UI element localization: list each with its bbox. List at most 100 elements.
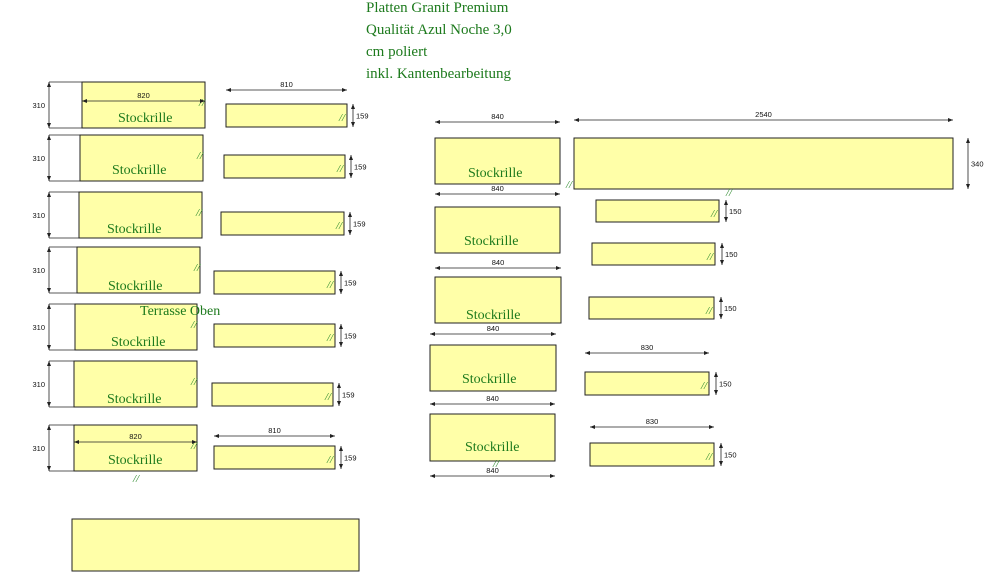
left-joint-mark-3: // xyxy=(195,207,203,219)
left-joint-mark-2: // xyxy=(196,150,204,162)
strip-height-dim-6-label: 159 xyxy=(342,391,355,400)
left-height-dim-5-arrow-bottom xyxy=(47,345,51,350)
left-slab-strip-1 xyxy=(225,103,348,128)
strip-width-dim-top-arrow-right xyxy=(342,88,347,92)
right-strip-height-dim-4-arrow-top xyxy=(714,372,718,377)
left-height-dim-7-arrow-top xyxy=(47,425,51,430)
strip-height-dim-5-arrow-top xyxy=(339,324,343,329)
right-strip-joint-2: // xyxy=(706,251,714,263)
left-width-dim-top-label: 820 xyxy=(137,91,150,100)
strip-height-dim-2-arrow-bottom xyxy=(349,173,353,178)
right-strip-height-dim-1-arrow-top xyxy=(724,200,728,205)
right-strip-height-dim-3-label: 150 xyxy=(724,304,737,313)
strip-height-dim-5-arrow-bottom xyxy=(339,342,343,347)
left-slab-strip-7 xyxy=(213,445,336,470)
long-slab-width-dim-arrow-right xyxy=(948,118,953,122)
right-strip-2 xyxy=(591,242,716,266)
left-height-dim-4-arrow-bottom xyxy=(47,288,51,293)
left-width-dim-bottom-arrow-right xyxy=(192,440,197,444)
right-strip-joint-top: // xyxy=(725,187,733,199)
long-slab-joint-left: // xyxy=(565,179,573,191)
strip-joint-mark-1: // xyxy=(338,112,346,124)
bottom-slab xyxy=(71,518,360,572)
right-strip-joint-5: // xyxy=(705,451,713,463)
strip-height-dim-2-label: 159 xyxy=(354,163,367,172)
right-strip-width-dim-4-arrow-right xyxy=(704,351,709,355)
right-strip-height-dim-2-label: 150 xyxy=(725,250,738,259)
right-strip-height-dim-1-label: 150 xyxy=(729,207,742,216)
left-height-dim-7-arrow-bottom xyxy=(47,466,51,471)
strip-joint-mark-7: // xyxy=(326,454,334,466)
right-slab-large-4 xyxy=(429,344,557,392)
left-height-dim-3-arrow-bottom xyxy=(47,233,51,238)
right-strip-height-dim-3-arrow-bottom xyxy=(719,314,723,319)
right-strip-height-dim-2-arrow-bottom xyxy=(720,260,724,265)
right-strip-width-dim-5-arrow-right xyxy=(709,425,714,429)
long-slab-width-dim-label: 2540 xyxy=(755,110,772,119)
left-height-dim-7-label: 310 xyxy=(32,444,45,453)
strip-joint-mark-4: // xyxy=(326,279,334,291)
right-strip-width-dim-5-label: 830 xyxy=(646,417,659,426)
right-width-dim-1-arrow-right xyxy=(555,120,560,124)
left-height-dim-2-arrow-top xyxy=(47,135,51,140)
right-strip-width-dim-4-label: 830 xyxy=(641,343,654,352)
right-slab-large-3 xyxy=(434,276,562,324)
right-stockrille-label-5: Stockrille xyxy=(465,440,519,455)
strip-height-dim-4-arrow-bottom xyxy=(339,289,343,294)
left-slab-large-7 xyxy=(73,424,198,472)
strip-joint-mark-6: // xyxy=(324,391,332,403)
left-width-dim-top-arrow-right xyxy=(200,99,205,103)
left-height-dim-6-label: 310 xyxy=(32,380,45,389)
strip-height-dim-4-label: 159 xyxy=(344,279,357,288)
right-width-dim-bottom-arrow-right xyxy=(550,474,555,478)
left-joint-mark-4: // xyxy=(193,262,201,274)
right-strip-1 xyxy=(595,199,720,223)
left-slab-large-1 xyxy=(81,81,206,129)
strip-height-dim-3-arrow-bottom xyxy=(348,230,352,235)
left-height-dim-3-arrow-top xyxy=(47,192,51,197)
right-strip-height-dim-5-arrow-top xyxy=(719,443,723,448)
strip-width-dim-top-arrow-left xyxy=(226,88,231,92)
title-line-4: inkl. Kantenbearbeitung xyxy=(366,66,511,82)
left-slab-large-4 xyxy=(76,246,201,294)
left-height-dim-2-arrow-bottom xyxy=(47,176,51,181)
right-width-dim-5-label: 840 xyxy=(486,394,499,403)
strip-joint-mark-2: // xyxy=(336,163,344,175)
long-slab-height-dim-arrow-bottom xyxy=(966,184,970,189)
right-strip-width-dim-5-arrow-left xyxy=(590,425,595,429)
strip-height-dim-1-arrow-top xyxy=(351,104,355,109)
right-strip-height-dim-5-arrow-bottom xyxy=(719,461,723,466)
left-height-dim-2-label: 310 xyxy=(32,154,45,163)
left-stockrille-label-7: Stockrille xyxy=(108,453,162,468)
right-width-dim-2-label: 840 xyxy=(491,184,504,193)
left-stockrille-label-3: Stockrille xyxy=(107,222,161,237)
left-height-dim-4-label: 310 xyxy=(32,266,45,275)
right-strip-joint-3: // xyxy=(705,305,713,317)
strip-height-dim-3-label: 159 xyxy=(353,220,366,229)
left-joint-mark-6: // xyxy=(190,376,198,388)
left-width-dim-bottom-arrow-left xyxy=(74,440,79,444)
strip-joint-mark-5: // xyxy=(326,332,334,344)
left-slab-strip-6 xyxy=(211,382,334,407)
left-slab-large-6 xyxy=(73,360,198,408)
left-stockrille-label-2: Stockrille xyxy=(112,163,166,178)
strip-height-dim-5-label: 159 xyxy=(344,332,357,341)
left-stockrille-label-6: Stockrille xyxy=(107,392,161,407)
left-height-dim-6-arrow-top xyxy=(47,361,51,366)
left-width-dim-bottom-label: 820 xyxy=(129,432,142,441)
right-width-dim-3-label: 840 xyxy=(492,258,505,267)
left-joint-mark-7: // xyxy=(190,440,198,452)
right-slab-large-1 xyxy=(434,137,561,185)
left-height-dim-1-arrow-top xyxy=(47,82,51,87)
title-line-1: Platten Granit Premium xyxy=(366,0,509,16)
left-height-dim-1-label: 310 xyxy=(32,101,45,110)
long-slab xyxy=(573,137,954,190)
right-slab-large-2 xyxy=(434,206,561,254)
left-joint-mark-bottom: // xyxy=(132,473,140,485)
strip-height-dim-7-arrow-bottom xyxy=(339,464,343,469)
strip-height-dim-6-arrow-bottom xyxy=(337,401,341,406)
right-strip-height-dim-2-arrow-top xyxy=(720,243,724,248)
right-width-dim-3-arrow-right xyxy=(556,266,561,270)
right-strip-height-dim-4-arrow-bottom xyxy=(714,390,718,395)
